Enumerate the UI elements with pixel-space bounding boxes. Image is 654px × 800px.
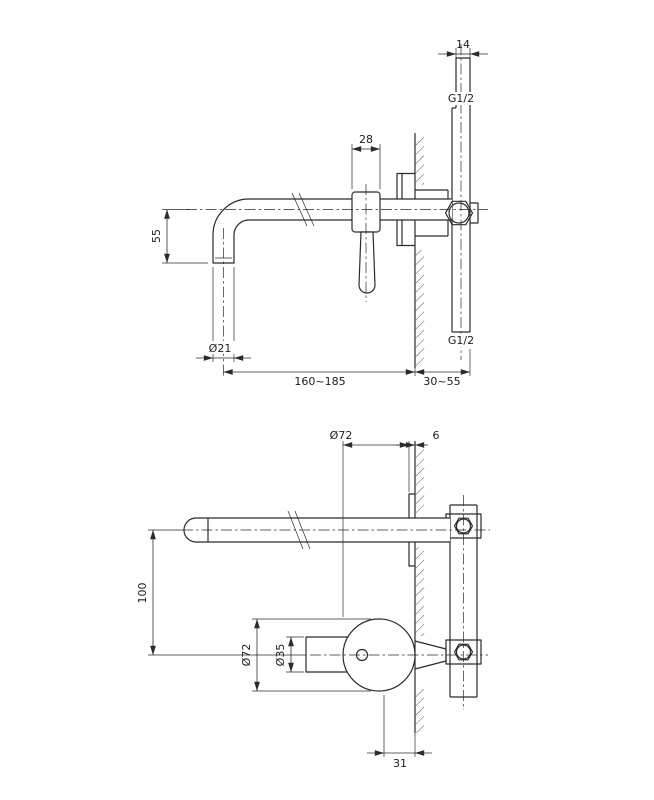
nut-chamfer-circle xyxy=(448,202,470,224)
wall-hatch-lower xyxy=(415,250,425,366)
dim-100: 100 xyxy=(136,529,306,656)
dim-label-dia35: Ø35 xyxy=(274,644,287,667)
flange-screw-bottom xyxy=(453,643,474,661)
thread-bottom-label: G1/2 xyxy=(446,334,476,347)
thread-label-bottom: G1/2 xyxy=(448,334,474,347)
centerlines-side xyxy=(186,44,488,377)
valve-housing xyxy=(415,189,479,237)
centerlines-plan xyxy=(182,495,490,710)
dim-dia72-handle: Ø72 xyxy=(240,618,371,692)
side-view: 14 G1/2 28 55 Ø21 G1/2 xyxy=(150,38,488,388)
spout-outline xyxy=(212,198,452,264)
dim-14: 14 xyxy=(438,38,488,58)
wall-section-plan xyxy=(414,441,425,733)
dim-28: 28 xyxy=(351,133,381,189)
dim-dia21: Ø21 xyxy=(196,267,251,362)
dim-label-31: 31 xyxy=(393,757,407,770)
handle-cylinder xyxy=(305,636,350,673)
body-outline xyxy=(449,504,478,698)
wall-hatch-3 xyxy=(415,689,425,733)
dim-label-100: 100 xyxy=(136,583,149,604)
dim-label-28: 28 xyxy=(359,133,373,146)
dim-label-reach: 160~185 xyxy=(294,375,345,388)
spout-mask-plan xyxy=(184,518,450,542)
dim-label-dia72-plate: Ø72 xyxy=(330,429,353,442)
concealed-body-plan xyxy=(414,504,482,698)
thread-top-label: G1/2 xyxy=(446,92,476,105)
dim-depth-range: 30~55 xyxy=(415,349,471,388)
dim-label-dia21: Ø21 xyxy=(209,342,232,355)
wall-hatch-2 xyxy=(415,547,425,636)
wall-hatch-1 xyxy=(415,449,425,513)
dim-label-dia72-handle: Ø72 xyxy=(240,644,253,667)
plan-view: Ø72 6 100 Ø72 Ø35 xyxy=(136,429,490,770)
spout-mask xyxy=(213,199,452,263)
dim-dia72-plate: Ø72 xyxy=(330,429,415,617)
handle-taper-behind-wall xyxy=(414,640,447,670)
wall-section xyxy=(414,133,425,368)
flange-screw-top xyxy=(453,517,474,535)
thread-label-top: G1/2 xyxy=(448,92,474,105)
dim-label-55: 55 xyxy=(150,229,163,243)
handle-stem xyxy=(358,231,376,294)
dim-6: 6 xyxy=(396,429,440,492)
valve-nut xyxy=(444,200,474,226)
dim-label-depth: 30~55 xyxy=(423,375,460,388)
dim-label-14: 14 xyxy=(456,38,470,51)
wall-hatch-upper xyxy=(415,137,425,185)
dim-55: 55 xyxy=(150,209,208,264)
dim-dia35: Ø35 xyxy=(274,636,304,673)
dim-label-6: 6 xyxy=(433,429,440,442)
dim-31: 31 xyxy=(367,695,432,770)
hex-nut xyxy=(444,200,474,226)
